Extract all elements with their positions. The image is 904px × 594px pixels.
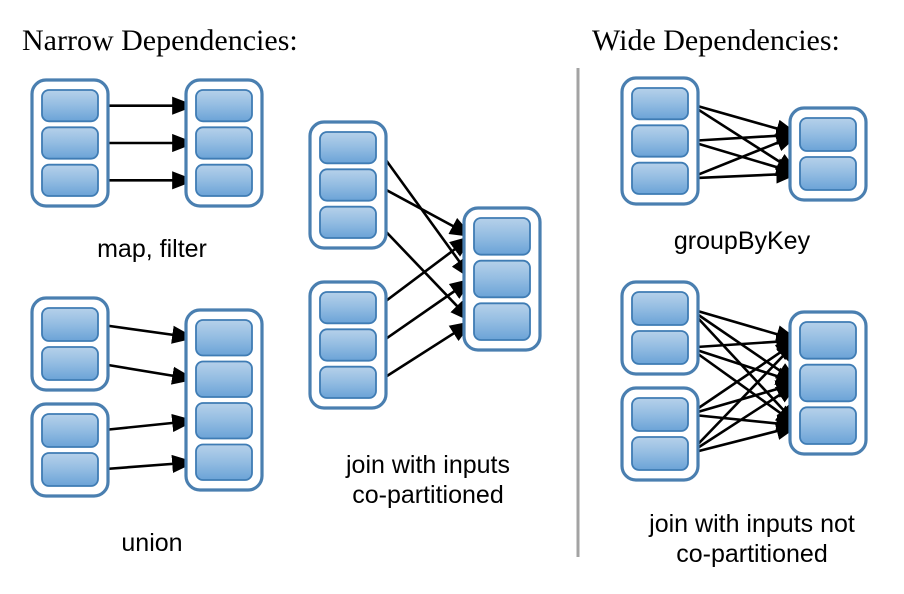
partition-box[interactable] [319,328,377,362]
rdd-container-jnc-target[interactable] [788,310,868,456]
rdd-container-join-target[interactable] [462,206,542,352]
partition-box[interactable] [195,360,253,398]
partition-box[interactable] [799,363,857,403]
caption-line: co-partitioned [676,540,827,568]
heading-wide: Wide Dependencies: [592,24,840,57]
dependency-arrow [98,413,196,433]
dependency-arrow [688,346,800,427]
caption-union: union [121,529,182,557]
dependency-arrow [688,307,800,427]
rdd-container-union-target[interactable] [184,308,264,492]
headings-layer: Narrow Dependencies: Wide Dependencies: [22,24,840,57]
panel-map-filter [30,78,264,208]
dependency-arrow [98,362,196,385]
partition-box[interactable] [41,126,99,160]
partition-box[interactable] [195,126,253,160]
panel-join-not-co-partitioned [620,280,868,482]
partition-box[interactable] [41,452,99,487]
rdd-container-gbk-source[interactable] [620,76,700,206]
dependency-arrow [98,323,196,344]
partition-box[interactable] [799,321,857,360]
rdd-container-jnc-source-a[interactable] [620,280,700,376]
partition-box[interactable] [319,291,377,325]
partition-box[interactable] [799,406,857,445]
dependency-arrow [375,146,474,281]
rdd-containers-layer [30,76,868,498]
partition-box[interactable] [631,291,689,326]
partition-box[interactable] [41,89,99,123]
caption-line: union [121,529,182,557]
partition-box[interactable] [41,163,99,197]
partition-box[interactable] [319,131,377,165]
panel-group-by-key [620,76,868,206]
dependency-arrow [688,413,800,433]
dependency-arrow [688,346,800,385]
partition-box[interactable] [41,307,99,342]
panel-union [30,296,264,498]
partition-box[interactable] [195,402,253,440]
rdd-container-join-source-b[interactable] [308,280,388,410]
dependency-arrow [688,422,800,455]
partition-box[interactable] [319,205,377,239]
partition-box[interactable] [631,87,689,121]
dependency-arrow [376,235,474,309]
caption-line: map, filter [97,235,207,263]
dependency-arrow [688,102,800,138]
partition-box[interactable] [473,259,531,299]
partition-box[interactable] [195,443,253,481]
partition-box[interactable] [631,436,689,471]
caption-line: join with inputs not [648,510,855,538]
partition-box[interactable] [631,330,689,365]
partition-box[interactable] [631,161,689,195]
caption-group-by-key: groupByKey [674,227,811,255]
partition-box[interactable] [195,89,253,123]
partition-box[interactable] [631,397,689,432]
partition-box[interactable] [195,319,253,357]
rdd-container-gbk-target[interactable] [788,106,868,202]
rdd-container-map-target[interactable] [184,78,264,208]
partition-box[interactable] [319,168,377,202]
dependency-arrows-layer [98,96,800,473]
partition-box[interactable] [799,156,857,191]
partition-box[interactable] [319,365,377,399]
dependency-arrow [376,277,474,347]
partition-box[interactable] [799,117,857,152]
rdd-container-union-source-a[interactable] [30,296,110,392]
rdd-container-union-source-b[interactable] [30,402,110,498]
rdd-container-map-source[interactable] [30,78,110,208]
caption-line: join with inputs [345,451,510,479]
dependency-arrow [688,339,800,455]
rdd-container-join-source-a[interactable] [308,120,388,250]
dependency-arrow [688,381,800,455]
caption-map-filter: map, filter [97,235,207,263]
partition-box[interactable] [631,124,689,158]
partition-box[interactable] [195,163,253,197]
dependency-arrow [98,454,196,473]
partition-box[interactable] [41,346,99,381]
caption-line: groupByKey [674,227,811,255]
dependency-arrow [376,183,474,238]
rdd-container-jnc-source-b[interactable] [620,386,700,482]
partition-box[interactable] [473,217,531,256]
caption-line: co-partitioned [352,481,503,509]
heading-narrow: Narrow Dependencies: [22,24,298,57]
dependency-arrow [376,320,474,384]
dependency-arrow [688,165,800,184]
dependency-arrow [688,133,800,180]
partition-box[interactable] [473,302,531,341]
partition-box[interactable] [41,413,99,448]
panel-join-co-partitioned [308,120,542,410]
